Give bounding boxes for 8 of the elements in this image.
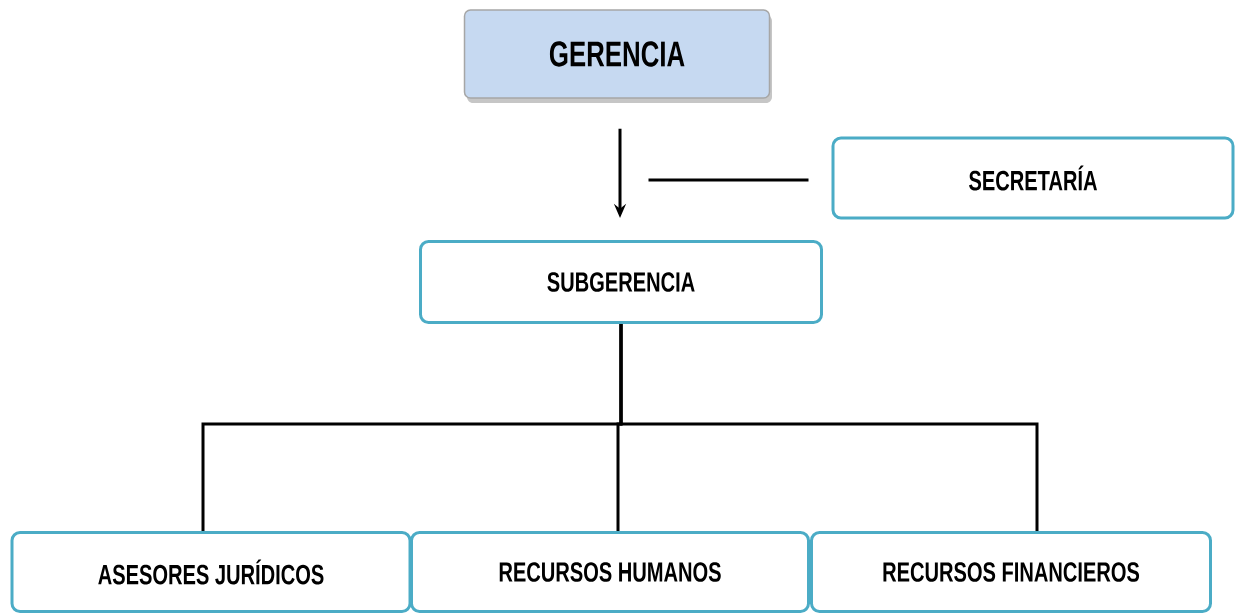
department-box: RECURSOS FINANCIEROS [810, 531, 1212, 613]
department-box: RECURSOS HUMANOS [410, 531, 810, 613]
department-box: ASESORES JURÍDICOS [10, 531, 412, 613]
title-box: GERENCIA [463, 9, 771, 99]
department-box: SUBGERENCIA [419, 240, 823, 324]
department-box: SECRETARÍA [831, 136, 1235, 220]
connector-line [648, 178, 809, 182]
connector-line [619, 324, 1039, 531]
